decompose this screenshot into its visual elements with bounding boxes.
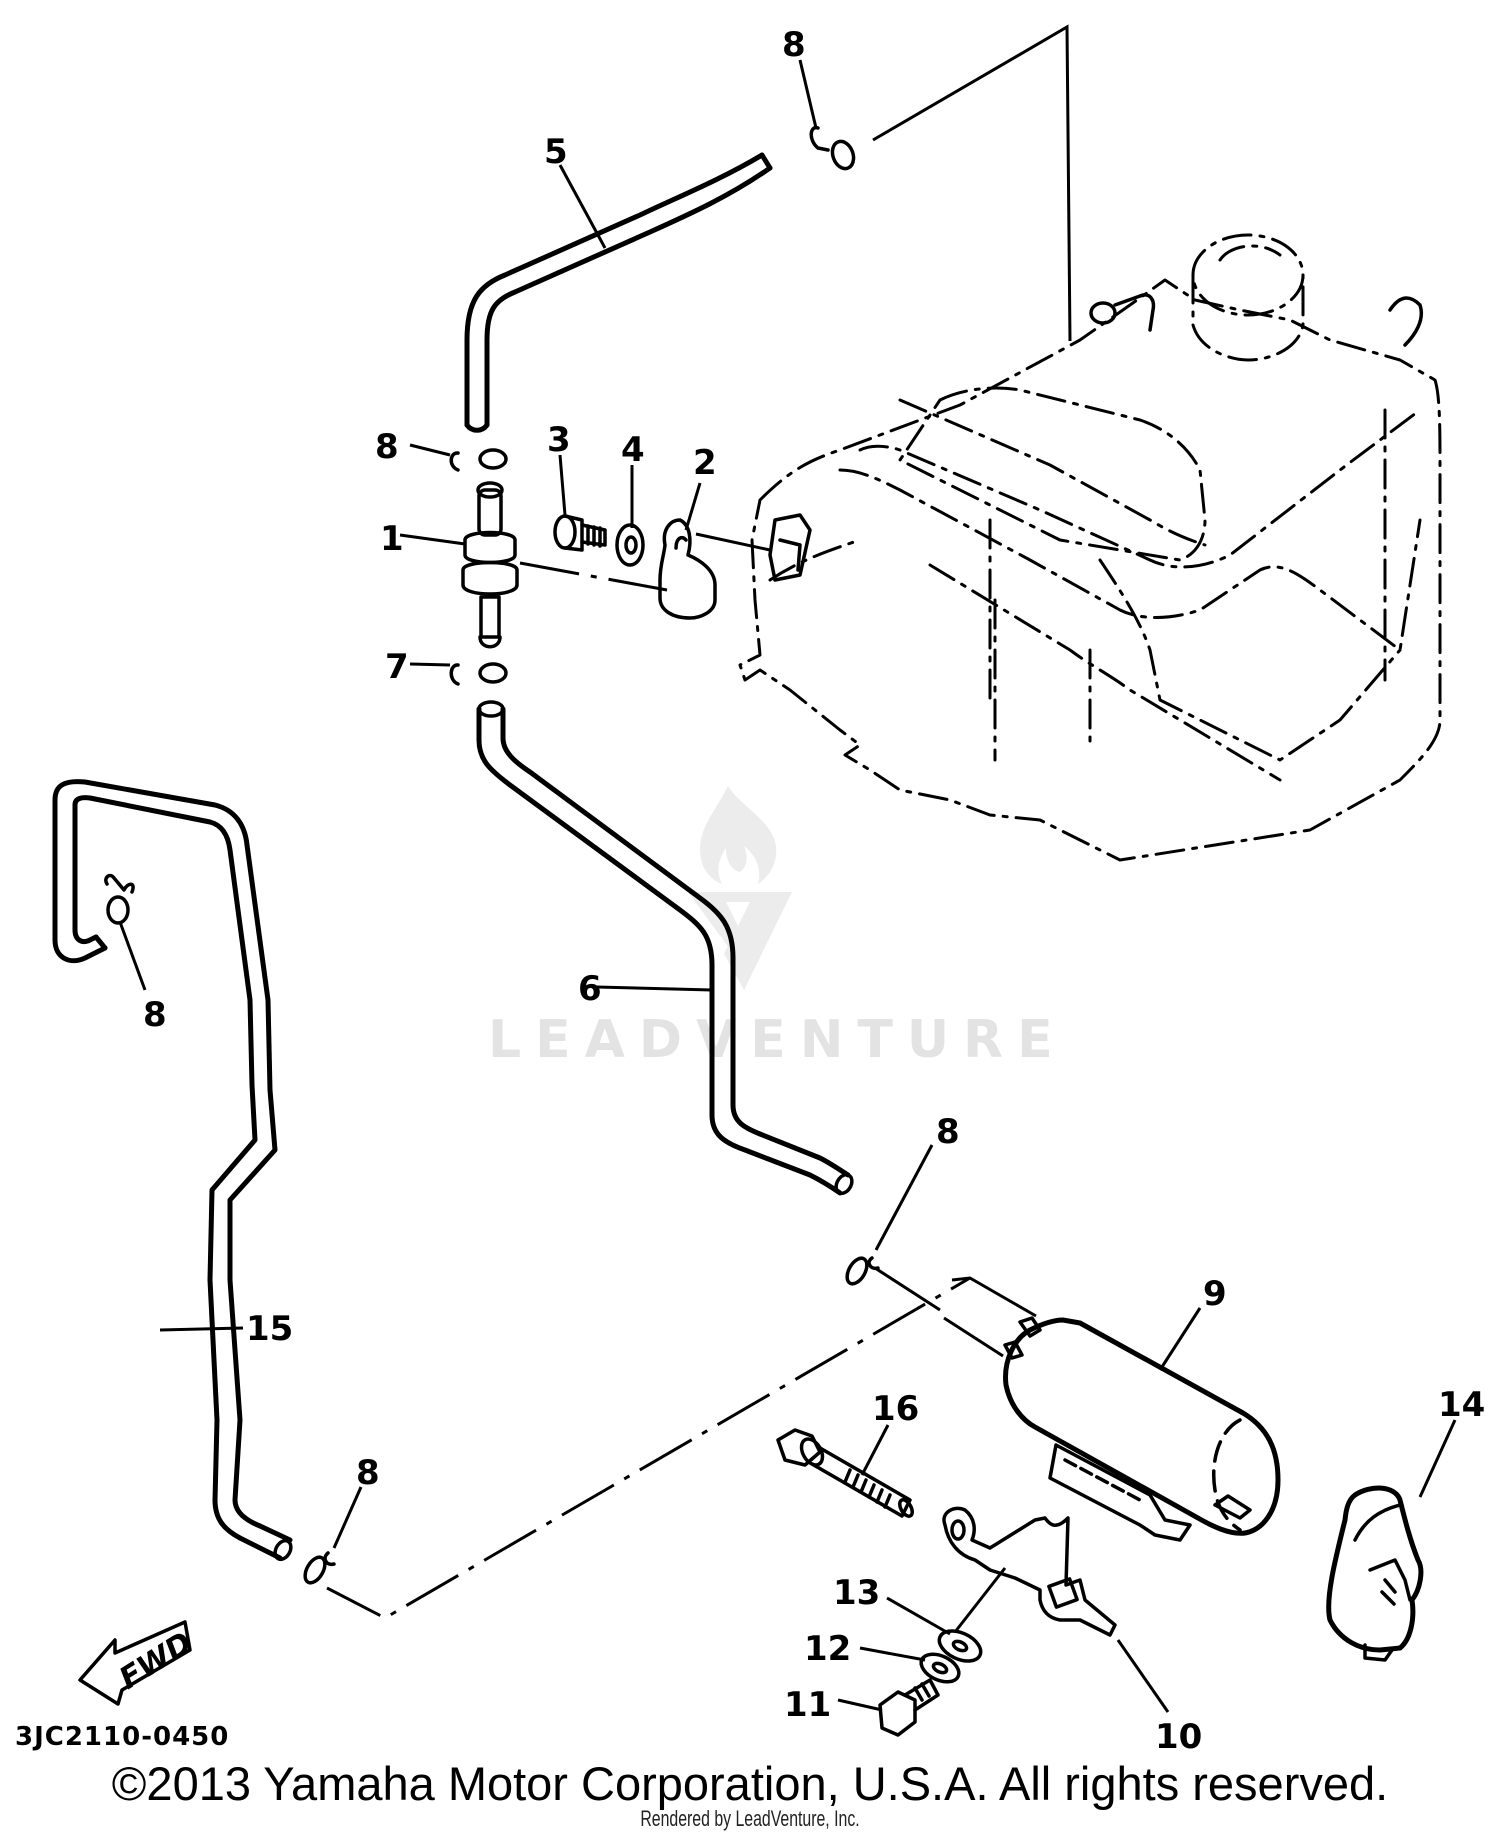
callout-14[interactable]: 14 xyxy=(1438,1385,1485,1425)
callout-4[interactable]: 4 xyxy=(621,430,645,470)
callout-8[interactable]: 8 xyxy=(936,1112,960,1152)
callout-7[interactable]: 7 xyxy=(385,647,409,687)
callout-3[interactable]: 3 xyxy=(547,420,571,460)
washer-4 xyxy=(615,523,645,567)
flange-bolt-16 xyxy=(776,1428,914,1518)
leader-lines xyxy=(118,59,1457,1713)
diagram-code: 3JC2110-0450 xyxy=(15,1722,229,1752)
callout-8[interactable]: 8 xyxy=(143,995,167,1035)
rendered-by-notice: Rendered by LeadVenture, Inc. xyxy=(640,1806,860,1831)
hose-clip-7 xyxy=(449,662,508,686)
callout-16[interactable]: 16 xyxy=(872,1389,919,1429)
spring-washer-12 xyxy=(919,1652,961,1684)
fuel-pump-9 xyxy=(1003,1316,1281,1542)
callout-10[interactable]: 10 xyxy=(1155,1717,1202,1757)
callout-8[interactable]: 8 xyxy=(356,1453,380,1493)
hose-clip-8d xyxy=(845,1256,880,1286)
watermark-text: LEADVENTURE xyxy=(488,1010,1067,1070)
bolt-11 xyxy=(878,1678,940,1737)
reference-lines xyxy=(326,24,1072,1620)
callout-13[interactable]: 13 xyxy=(833,1573,880,1613)
watermark-v-icon xyxy=(688,892,792,990)
hose-clip-8e xyxy=(303,1551,336,1585)
fwd-direction-badge: FWD xyxy=(78,1620,199,1706)
callout-12[interactable]: 12 xyxy=(804,1629,851,1669)
hose-clip-8c xyxy=(104,873,135,925)
callouts: 8 5 8 3 4 2 1 7 8 6 8 9 15 16 14 8 13 12… xyxy=(143,25,1485,1757)
hose-clip-8a xyxy=(809,125,856,171)
hose-clip-8b xyxy=(449,448,508,472)
pump-cover-14 xyxy=(1326,1485,1424,1662)
copyright-notice: ©2013 Yamaha Motor Corporation, U.S.A. A… xyxy=(111,1757,1389,1810)
callout-1[interactable]: 1 xyxy=(380,519,404,559)
callout-2[interactable]: 2 xyxy=(693,443,717,483)
fuel-filter-1 xyxy=(461,481,519,649)
pump-bracket-10 xyxy=(942,1506,1117,1637)
callout-8[interactable]: 8 xyxy=(782,25,806,65)
watermark: LEADVENTURE xyxy=(488,786,1067,1070)
callout-11[interactable]: 11 xyxy=(784,1685,831,1725)
callout-5[interactable]: 5 xyxy=(544,132,568,172)
fuel-hose-5 xyxy=(464,152,773,433)
fuel-hose-6 xyxy=(476,700,854,1196)
clamp-2 xyxy=(658,518,717,620)
callout-8[interactable]: 8 xyxy=(375,427,399,467)
watermark-flame-icon xyxy=(700,786,777,884)
callout-15[interactable]: 15 xyxy=(246,1309,293,1349)
fuel-hose-15 xyxy=(52,779,293,1562)
callout-9[interactable]: 9 xyxy=(1203,1274,1227,1314)
plain-washer-13 xyxy=(937,1629,983,1663)
fuel-tank-phantom xyxy=(738,233,1442,862)
bolt-3 xyxy=(553,514,607,552)
callout-6[interactable]: 6 xyxy=(578,969,602,1009)
